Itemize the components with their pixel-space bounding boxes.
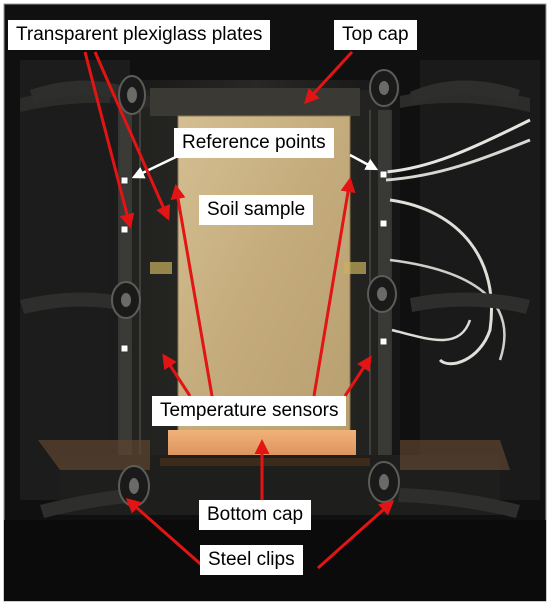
label-temperature-sensors: Temperature sensors	[152, 396, 347, 426]
steel-clip-mid-right	[367, 275, 530, 314]
soil-sample	[178, 116, 350, 438]
label-bottom-cap: Bottom cap	[199, 500, 312, 530]
annotation-arrows	[83, 50, 395, 570]
reference-point-arrows	[131, 153, 379, 179]
steel-clip-top-left	[30, 75, 146, 115]
label-steel-clips: Steel clips	[200, 545, 303, 575]
steel-clip-bottom-left	[40, 465, 150, 518]
label-soil-sample: Soil sample	[199, 195, 314, 225]
label-top-cap: Top cap	[334, 20, 417, 50]
steel-clip-bottom-right	[368, 461, 520, 518]
label-transparent-plexiglass-plates: Transparent plexiglass plates	[8, 20, 271, 50]
reference-point-markers	[120, 170, 388, 353]
top-cap	[150, 88, 360, 116]
label-reference-points: Reference points	[174, 128, 334, 158]
steel-clip-mid-left	[20, 281, 141, 319]
steel-clip-top-right	[369, 69, 520, 107]
